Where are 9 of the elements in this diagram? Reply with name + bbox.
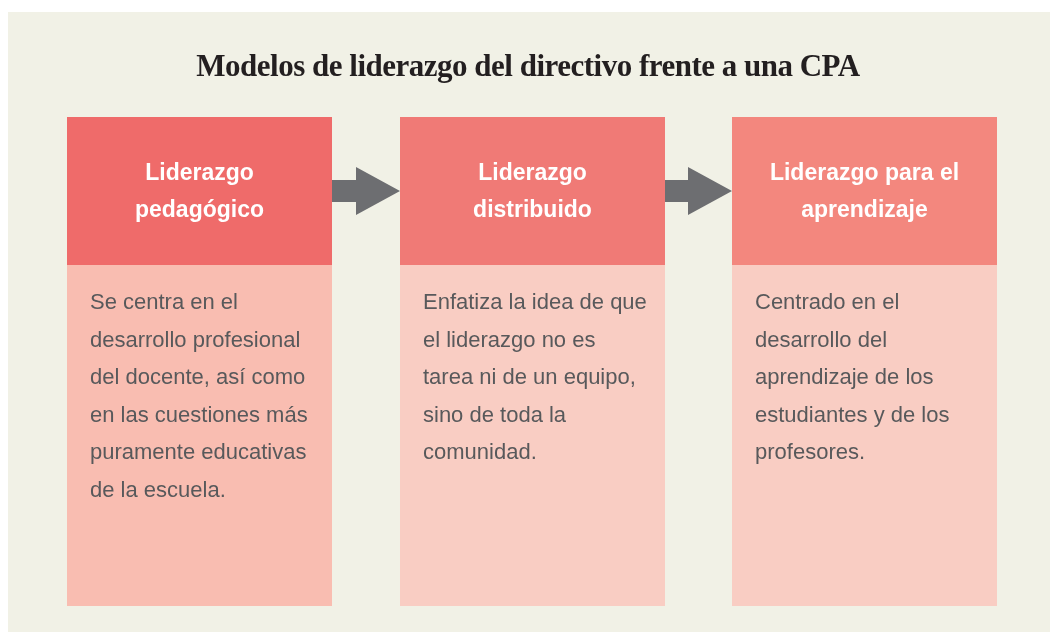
header-panel: Liderazgo para el aprendizaje [732,117,997,265]
arrow [665,167,732,215]
header-panel: Liderazgo pedagógico [67,117,332,265]
header-panel: Liderazgo distribuido [400,117,665,265]
arrow [332,167,400,215]
description-panel: Centrado en el desarrollo del aprendizaje de los estudiantes y de los profesores. [732,265,997,606]
description-panel: Enfatiza la idea de que el liderazgo no es tarea ni de un equipo, sino de toda la comunidad. [400,265,665,606]
description-panel: Se centra en el desarrollo profesional del docente, así como en las cuestiones más puramente educativas de la escuela. [67,265,332,606]
title: Modelos de liderazgo del directivo frente a una CPA [195,48,861,84]
